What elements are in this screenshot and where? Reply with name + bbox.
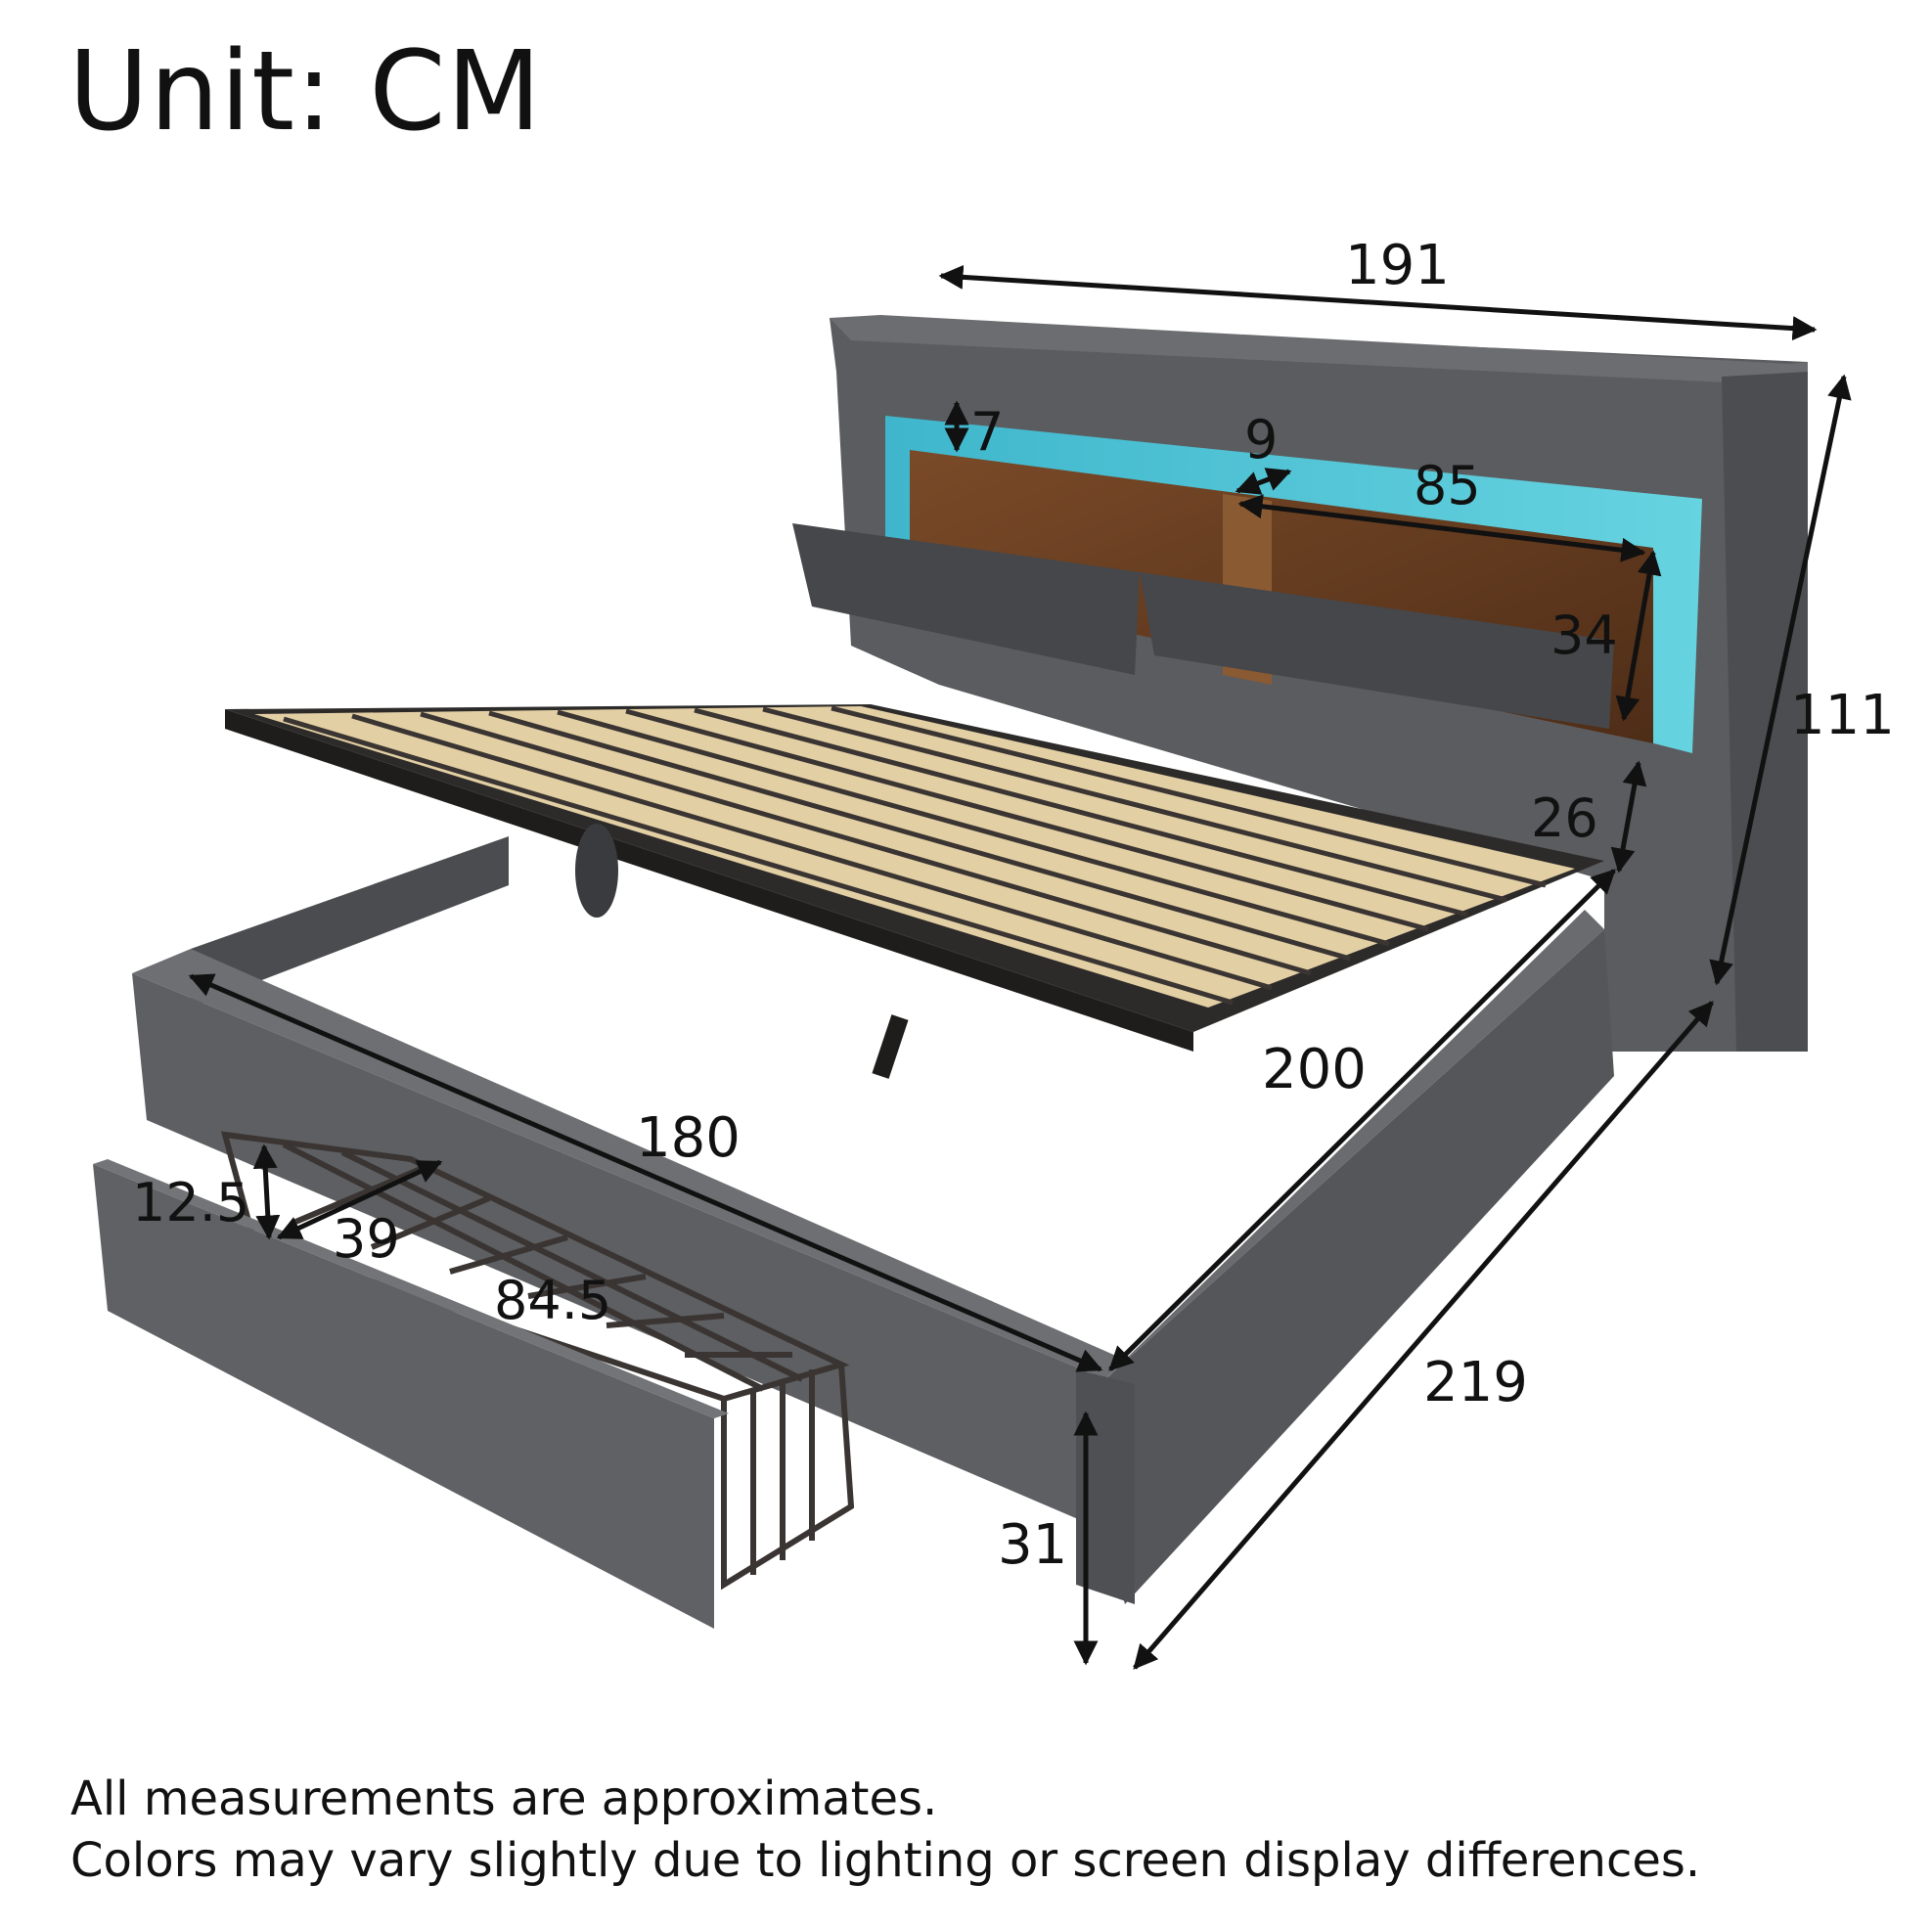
label-inner-length: 200 — [1262, 1038, 1367, 1101]
label-inner-width: 180 — [636, 1106, 741, 1170]
label-drawer-width: 84.5 — [494, 1270, 611, 1331]
label-gap-height: 26 — [1531, 787, 1598, 849]
label-headboard-width: 191 — [1345, 234, 1450, 297]
flip-panel-right — [1140, 572, 1614, 729]
dim-line-drawer-height — [252, 1143, 281, 1240]
label-drawer-depth: 39 — [333, 1208, 400, 1270]
dim-line-headboard-width — [938, 264, 1818, 341]
dim-line-drawer-depth — [276, 1159, 443, 1240]
label-overall-height: 111 — [1790, 684, 1895, 747]
flip-panel-left — [792, 523, 1140, 675]
note-colors: Colors may vary slightly due to lighting… — [70, 1833, 1701, 1888]
label-divider-depth: 9 — [1244, 409, 1278, 471]
label-compartment-width: 85 — [1414, 455, 1481, 516]
label-overall-length: 219 — [1423, 1351, 1528, 1414]
dim-line-gap-height — [1610, 760, 1647, 874]
label-shelf-light-height: 7 — [970, 401, 1004, 463]
dim-line-compartment-width — [1237, 494, 1646, 562]
unit-label: Unit: CM — [68, 28, 543, 156]
label-side-height: 31 — [998, 1513, 1067, 1577]
label-shelf-height: 34 — [1550, 605, 1618, 666]
dim-line-divider-depth — [1235, 468, 1292, 495]
note-measurements: All measurements are approximates. — [70, 1771, 938, 1826]
dim-line-shelf-height — [1615, 550, 1662, 722]
dim-line-overall-length — [1133, 1001, 1714, 1670]
dim-line-overall-height — [1709, 374, 1852, 986]
label-drawer-height: 12.5 — [132, 1172, 249, 1233]
dim-line-inner-width — [188, 973, 1103, 1372]
